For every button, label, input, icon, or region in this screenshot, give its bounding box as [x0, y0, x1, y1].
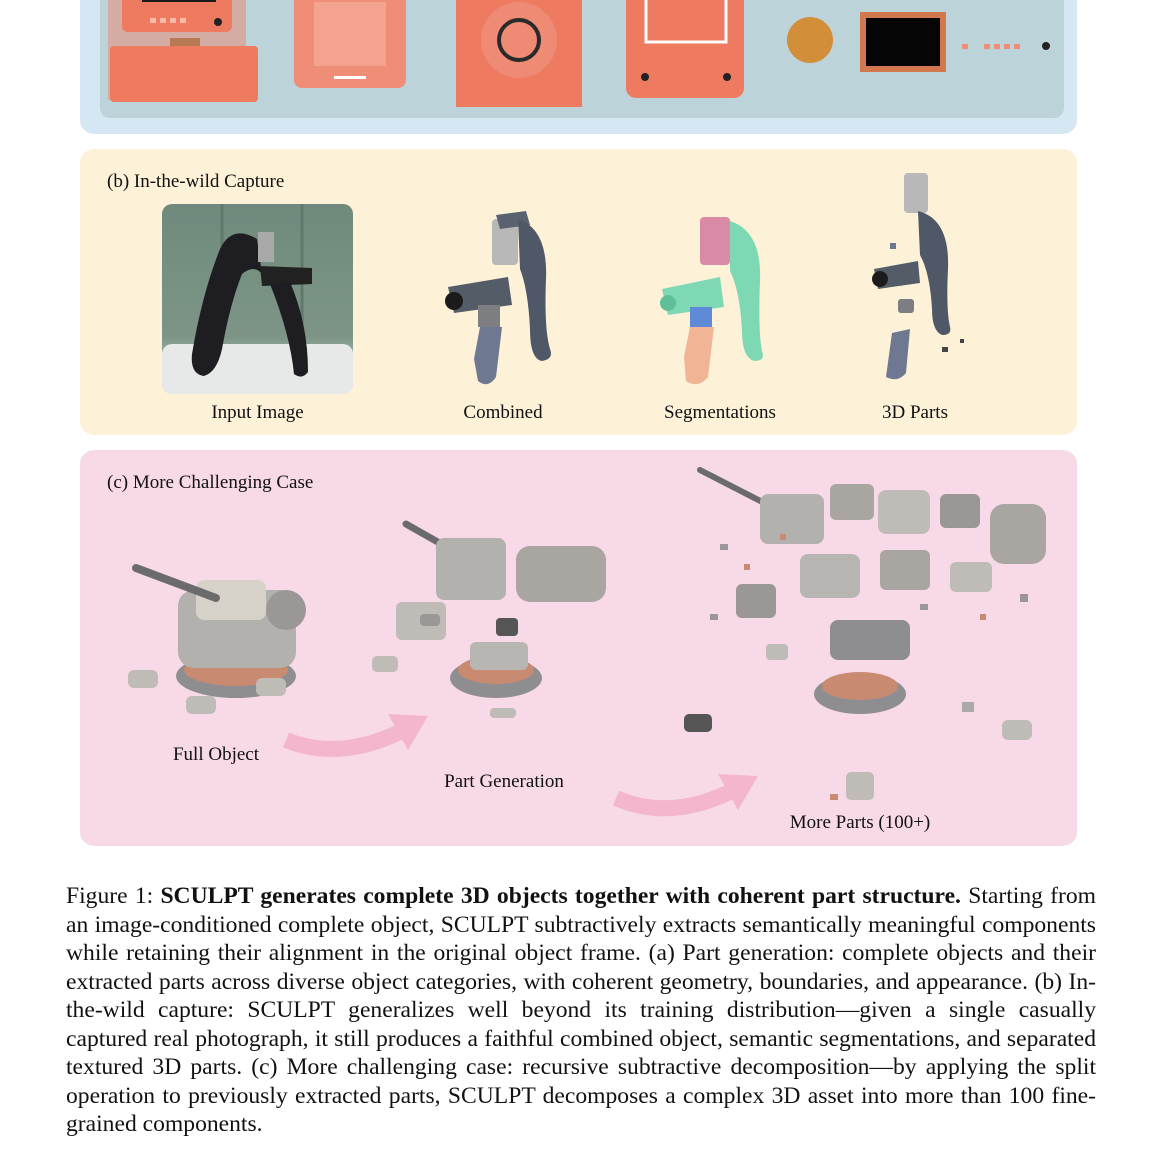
more-parts-render: [684, 467, 1046, 800]
label-more-parts: More Parts (100+): [789, 812, 931, 833]
panel-b-title: (b) In-the-wild Capture: [107, 171, 285, 192]
frame-render: [626, 0, 744, 98]
caption-body: Starting from an image-conditioned compl…: [66, 883, 1097, 1137]
input-photo: [162, 204, 353, 394]
box-render: [294, 0, 406, 88]
speaker-render: [456, 0, 582, 107]
part-generation-render: [372, 520, 606, 718]
label-part-generation: Part Generation: [444, 771, 564, 792]
panel-a-renders: [108, 0, 1050, 107]
figure-caption: Figure 1: SCULPT generates complete 3D o…: [66, 882, 1096, 1139]
label-full-object: Full Object: [172, 744, 260, 765]
label-input-image: Input Image: [211, 402, 304, 423]
label-3d-parts: 3D Parts: [882, 402, 948, 423]
panel-b: (b) In-the-wild Capture Input Image Comb…: [80, 149, 1077, 435]
panel-c-title: (c) More Challenging Case: [107, 472, 314, 493]
full-object-render: [128, 564, 306, 714]
caption-bold: SCULPT generates complete 3D objects tog…: [160, 883, 961, 909]
retro-computer-render: [108, 0, 258, 102]
disc-part-render: [787, 17, 833, 63]
label-combined: Combined: [463, 402, 543, 423]
arrow-2-icon: [612, 774, 758, 817]
panel-a: [80, 0, 1077, 134]
parts-render: [872, 173, 964, 380]
arrow-1-icon: [282, 714, 428, 757]
button-parts-render: [962, 42, 1050, 50]
combined-render: [445, 211, 551, 385]
panel-c: (c) More Challenging Case Full Object Pa…: [80, 450, 1077, 846]
segmentation-render: [660, 217, 763, 385]
label-segmentations: Segmentations: [664, 402, 776, 423]
caption-prefix: Figure 1:: [66, 883, 161, 909]
